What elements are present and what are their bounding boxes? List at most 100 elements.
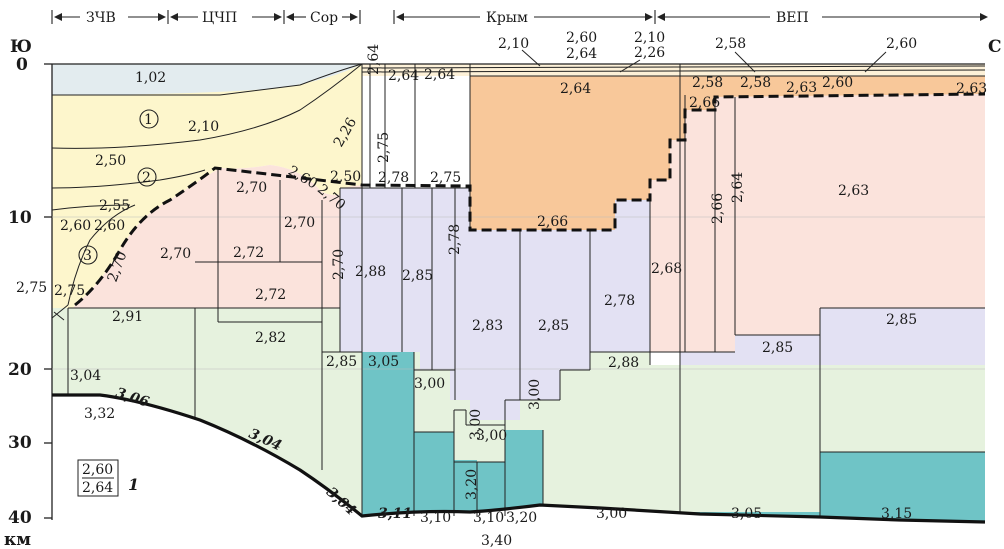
circled-markers: 1 2 3 <box>78 109 159 265</box>
svg-text:3,20: 3,20 <box>506 510 537 526</box>
svg-text:2,58: 2,58 <box>740 75 771 91</box>
svg-text:2,60: 2,60 <box>886 36 917 52</box>
svg-text:3,15: 3,15 <box>881 506 912 522</box>
svg-text:3,40: 3,40 <box>481 533 512 549</box>
svg-text:2,64: 2,64 <box>424 67 455 83</box>
svg-text:3,00: 3,00 <box>596 506 627 522</box>
svg-text:2,64: 2,64 <box>366 44 382 75</box>
svg-text:2,10: 2,10 <box>634 30 665 46</box>
svg-text:3,10: 3,10 <box>473 510 504 526</box>
green-fill <box>52 308 985 522</box>
svg-text:2,83: 2,83 <box>472 318 503 334</box>
zone-tschp: ЦЧП <box>202 10 237 26</box>
leader-lines <box>53 49 887 321</box>
unit-label: км <box>4 530 31 549</box>
svg-text:2,64: 2,64 <box>82 480 113 496</box>
tick-10: 10 <box>8 208 32 228</box>
svg-text:2,60: 2,60 <box>60 218 91 234</box>
svg-text:2,68: 2,68 <box>651 261 682 277</box>
svg-text:3,11: 3,11 <box>378 506 412 522</box>
svg-text:2,75: 2,75 <box>16 280 47 296</box>
svg-text:2,70: 2,70 <box>160 246 191 262</box>
svg-text:2,85: 2,85 <box>762 340 793 356</box>
svg-text:2,91: 2,91 <box>112 309 143 325</box>
svg-text:2,72: 2,72 <box>255 287 286 303</box>
teal-block-1 <box>362 352 414 516</box>
svg-text:2,70: 2,70 <box>331 249 347 280</box>
svg-text:2,60: 2,60 <box>94 218 125 234</box>
orange-crimea-fill <box>370 64 985 230</box>
svg-text:2,66: 2,66 <box>537 214 568 230</box>
svg-text:2,64: 2,64 <box>566 46 597 62</box>
svg-text:3,00: 3,00 <box>468 409 484 440</box>
svg-text:1: 1 <box>128 475 139 494</box>
zone-sor: Сор <box>310 10 338 26</box>
svg-text:1,02: 1,02 <box>135 70 166 86</box>
north-label: С <box>988 37 1002 57</box>
svg-text:2,63: 2,63 <box>838 183 869 199</box>
tick-marks <box>44 63 52 519</box>
svg-text:3,00: 3,00 <box>527 379 543 410</box>
density-labels: 1,02 2,10 2,50 2,55 2,60 2,60 2,26 2,70 … <box>16 30 987 549</box>
tick-20: 20 <box>8 360 32 380</box>
svg-text:2,85: 2,85 <box>886 312 917 328</box>
svg-text:2,78: 2,78 <box>447 224 463 255</box>
svg-text:2,10: 2,10 <box>188 119 219 135</box>
svg-text:2,85: 2,85 <box>538 318 569 334</box>
svg-text:3,10: 3,10 <box>420 510 451 526</box>
teal-block-4 <box>477 462 505 516</box>
teal-block-5 <box>505 430 543 515</box>
svg-text:2,60: 2,60 <box>822 75 853 91</box>
south-label: Ю <box>10 37 32 57</box>
dashed-boundary <box>74 92 986 307</box>
svg-text:2,82: 2,82 <box>255 330 286 346</box>
teal-block-2 <box>414 432 454 516</box>
svg-text:2,50: 2,50 <box>330 169 361 185</box>
svg-text:2,64: 2,64 <box>560 81 591 97</box>
zone-krym: Крым <box>486 10 528 26</box>
svg-text:2,85: 2,85 <box>402 268 433 284</box>
svg-text:2,70: 2,70 <box>284 215 315 231</box>
svg-text:2,66: 2,66 <box>710 193 726 224</box>
zone-header <box>51 10 985 24</box>
legend: 2,60 2,64 1 <box>77 459 139 497</box>
moho-line <box>51 393 986 524</box>
pink-vep-fill <box>650 94 985 352</box>
svg-text:2,26: 2,26 <box>634 45 665 61</box>
svg-text:2,10: 2,10 <box>498 36 529 52</box>
svg-text:3,00: 3,00 <box>414 376 445 392</box>
svg-text:3: 3 <box>83 248 92 264</box>
teal-block-6 <box>820 452 985 522</box>
svg-text:2,66: 2,66 <box>689 95 720 111</box>
svg-text:2,78: 2,78 <box>378 170 409 186</box>
svg-text:2,85: 2,85 <box>326 354 357 370</box>
lavender-crimea-fill <box>340 188 650 420</box>
svg-text:2,75: 2,75 <box>376 132 392 163</box>
boundaries <box>51 63 986 517</box>
svg-text:2,75: 2,75 <box>54 283 85 299</box>
svg-text:2: 2 <box>142 170 151 186</box>
svg-text:3,32: 3,32 <box>84 406 115 422</box>
lavender-vep-fill <box>680 308 985 365</box>
zone-zchv: ЗЧВ <box>86 10 116 26</box>
svg-text:2,50: 2,50 <box>95 153 126 169</box>
svg-text:1: 1 <box>144 112 153 128</box>
zone-vep: ВЕП <box>776 10 809 26</box>
svg-text:2,58: 2,58 <box>692 75 723 91</box>
teal-block-3 <box>454 460 477 516</box>
svg-text:3,05: 3,05 <box>731 506 762 522</box>
svg-text:2,64: 2,64 <box>730 172 746 203</box>
zone-arrows <box>54 13 988 21</box>
svg-text:2,55: 2,55 <box>99 198 130 214</box>
svg-text:2,64: 2,64 <box>388 68 419 84</box>
svg-text:2,72: 2,72 <box>233 245 264 261</box>
below-moho-fill <box>52 395 985 549</box>
tick-0: 0 <box>16 55 28 75</box>
tick-40: 40 <box>8 508 32 528</box>
pink-left-fill <box>68 165 362 318</box>
svg-text:2,75: 2,75 <box>430 170 461 186</box>
svg-text:2,60: 2,60 <box>82 462 113 478</box>
svg-text:2,63: 2,63 <box>786 80 817 96</box>
svg-text:2,88: 2,88 <box>608 355 639 371</box>
